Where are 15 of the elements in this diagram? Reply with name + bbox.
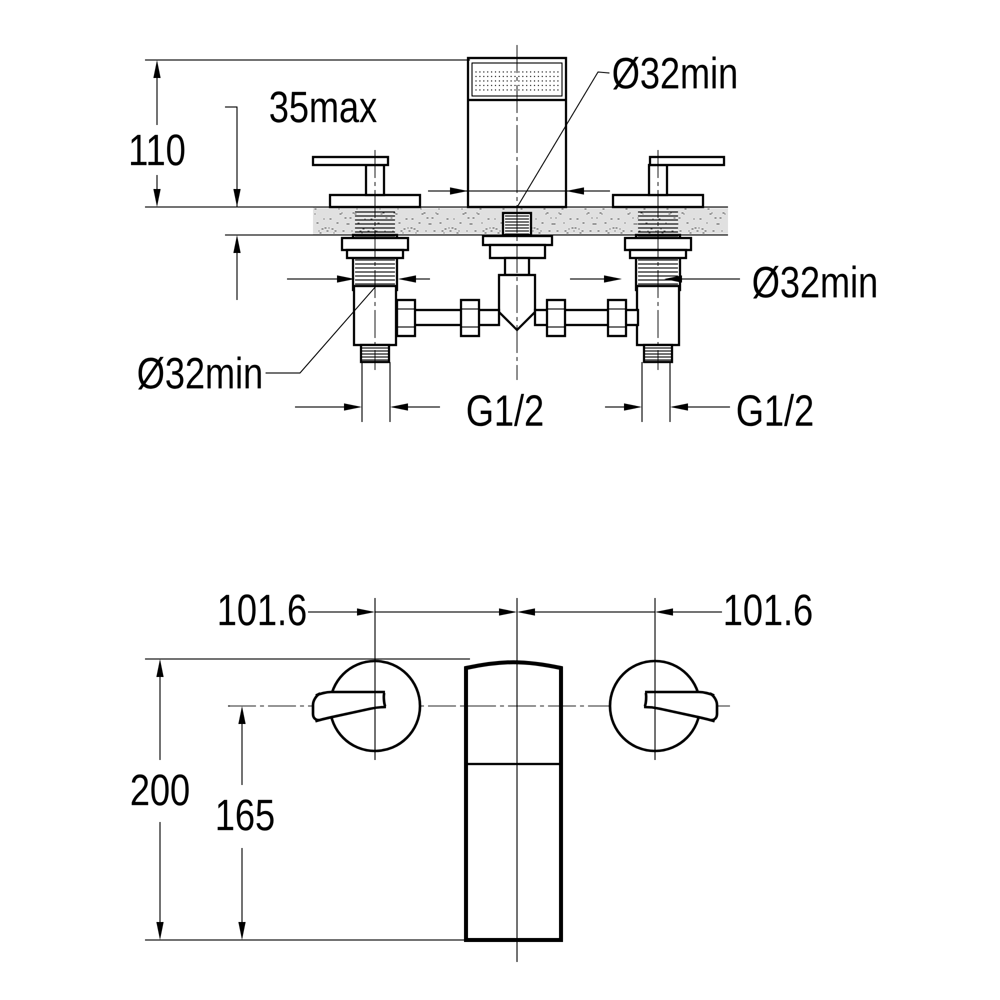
dimension-label: 101.6 <box>726 594 812 626</box>
dimension-label: Ø32min <box>613 56 736 90</box>
dimension-label: 110 <box>131 134 184 166</box>
leader-line <box>516 71 610 208</box>
dimension-label: Ø32min <box>138 356 261 390</box>
leader-line <box>265 285 377 374</box>
dimension-label: G1/2 <box>468 394 542 426</box>
dimension-label: G1/2 <box>738 394 812 426</box>
spout-drawing <box>466 56 568 208</box>
dimension-label: 200 <box>132 774 189 806</box>
dimension-label: Ø32min <box>753 265 876 298</box>
valve-body-drawing <box>340 212 410 364</box>
dimension-label: 165 <box>218 799 274 831</box>
dimension-label: 35max <box>270 91 377 123</box>
dimension-label: 101.6 <box>220 594 306 626</box>
